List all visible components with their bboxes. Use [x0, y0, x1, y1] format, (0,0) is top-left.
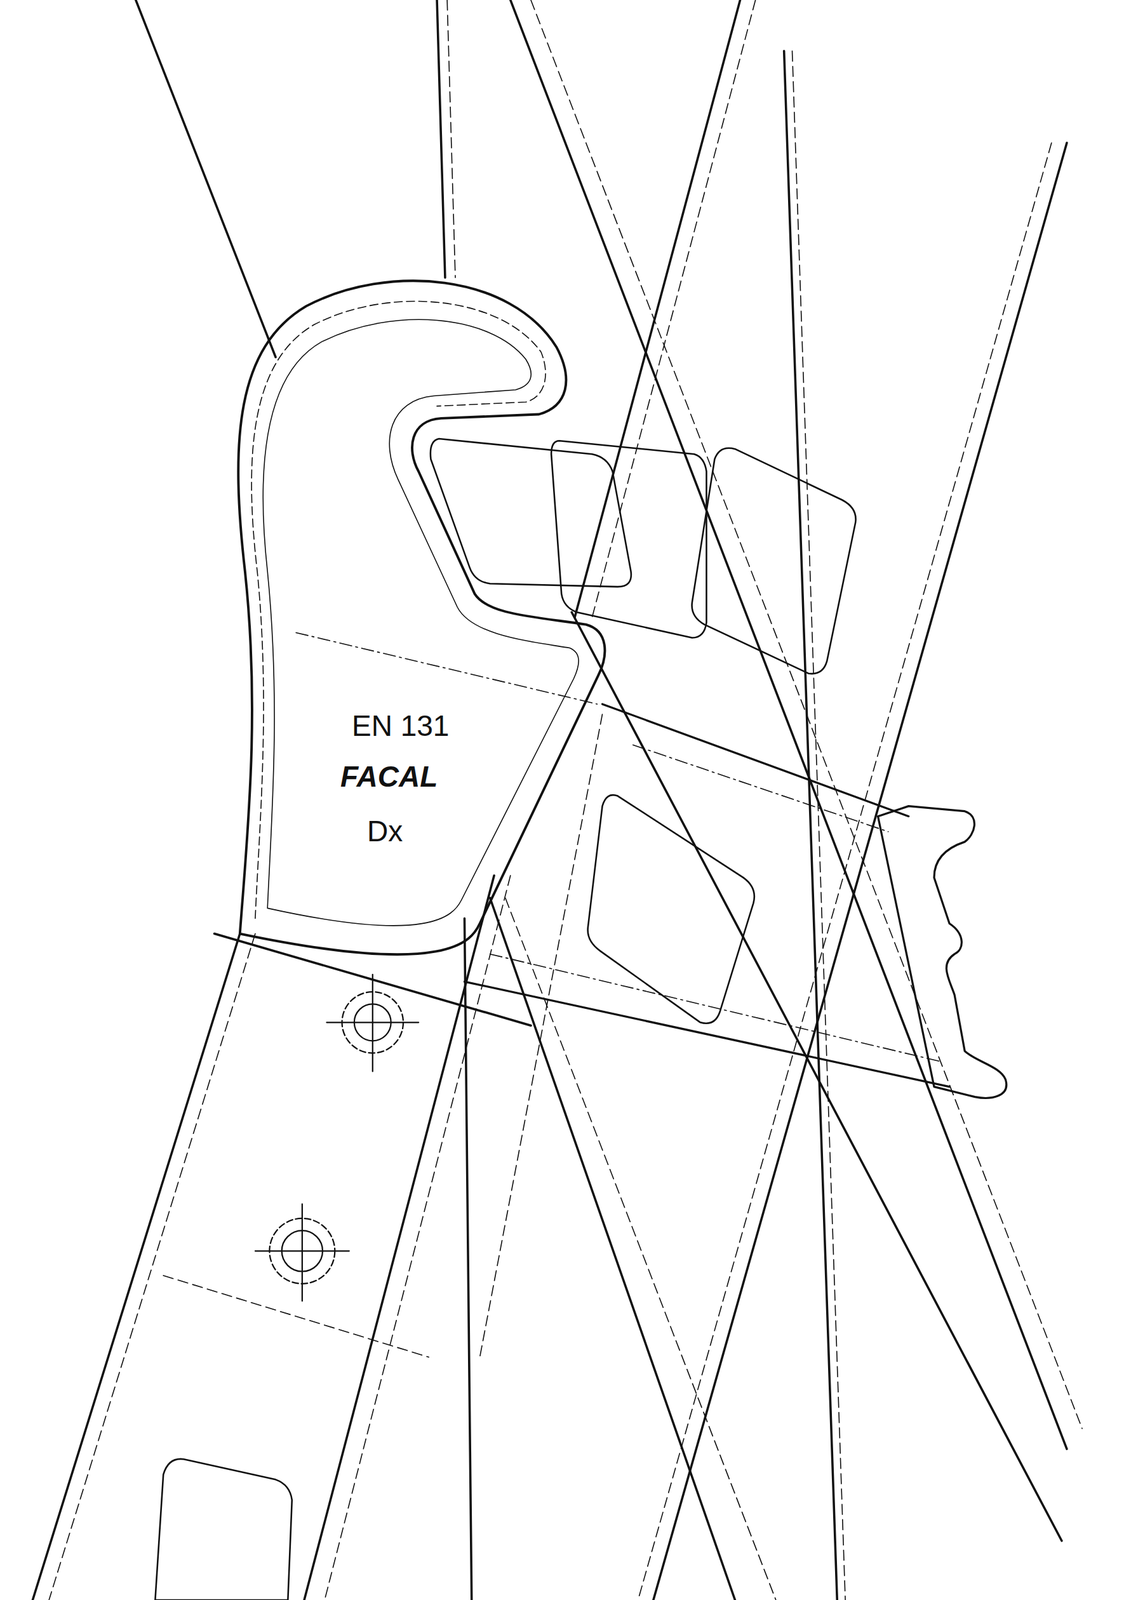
hidden-lines — [48, 0, 1083, 1600]
hinge-plate — [238, 280, 605, 955]
brand-logo: FACAL — [337, 760, 441, 794]
side-mark: Dx — [364, 815, 406, 848]
standard-mark: EN 131 — [349, 709, 452, 743]
step-bracket — [464, 704, 1006, 1098]
rivet-symbols — [255, 974, 419, 1302]
ladder-rail-lines — [32, 0, 1067, 1600]
rail-holes — [154, 438, 856, 1600]
hinge-plate-inner — [262, 319, 579, 926]
